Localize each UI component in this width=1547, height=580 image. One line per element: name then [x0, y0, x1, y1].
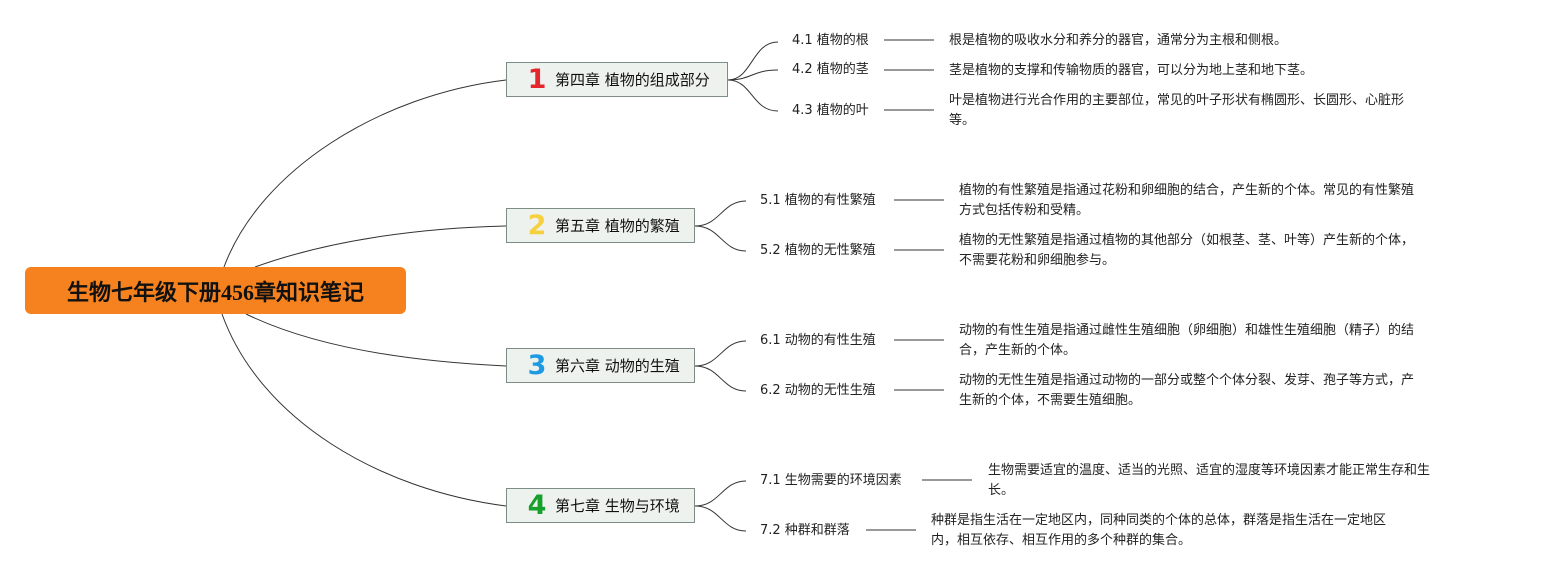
chapter-6-node[interactable]: 3 第六章 动物的生殖 — [506, 348, 695, 383]
chapter-label: 第五章 植物的繁殖 — [555, 217, 680, 235]
topic-4-1[interactable]: 4.1 植物的根 — [792, 33, 869, 48]
topic-4-1-description: 根是植物的吸收水分和养分的器官，通常分为主根和侧根。 — [949, 31, 1287, 51]
topic-5-2-description: 植物的无性繁殖是指通过植物的其他部分（如根茎、茎、叶等）产生新的个体， 不需要花… — [959, 231, 1414, 271]
chapter-5-node[interactable]: 2 第五章 植物的繁殖 — [506, 208, 695, 243]
topic-6-2-description: 动物的无性生殖是指通过动物的一部分或整个个体分裂、发芽、孢子等方式，产 生新的个… — [959, 371, 1414, 411]
root-topic[interactable]: 生物七年级下册456章知识笔记 — [25, 267, 406, 314]
topic-5-2[interactable]: 5.2 植物的无性繁殖 — [760, 243, 876, 258]
topic-7-1-description: 生物需要适宜的温度、适当的光照、适宜的湿度等环境因素才能正常生存和生 长。 — [988, 461, 1430, 501]
description-line: 内，相互依存、相互作用的多个种群的集合。 — [931, 533, 1192, 548]
chapter-4-node[interactable]: 1 第四章 植物的组成部分 — [506, 62, 728, 97]
description-line: 植物的无性繁殖是指通过植物的其他部分（如根茎、茎、叶等）产生新的个体， — [959, 233, 1415, 248]
topic-7-2[interactable]: 7.2 种群和群落 — [760, 523, 850, 538]
description-line: 根是植物的吸收水分和养分的器官，通常分为主根和侧根。 — [949, 33, 1288, 48]
description-line: 等。 — [949, 113, 976, 128]
chapter-label: 第四章 植物的组成部分 — [555, 71, 710, 89]
root-title: 生物七年级下册456章知识笔记 — [66, 279, 364, 305]
topic-5-1-description: 植物的有性繁殖是指通过花粉和卵细胞的结合，产生新的个体。常见的有性繁殖 方式包括… — [959, 181, 1414, 221]
topic-7-2-description: 种群是指生活在一定地区内，同种同类的个体的总体，群落是指生活在一定地区 内，相互… — [931, 511, 1386, 551]
description-line: 长。 — [988, 483, 1015, 498]
topic-5-1[interactable]: 5.1 植物的有性繁殖 — [760, 193, 876, 208]
chapter-label: 第七章 生物与环境 — [555, 497, 680, 515]
description-line: 生物需要适宜的温度、适当的光照、适宜的湿度等环境因素才能正常生存和生 — [988, 463, 1431, 478]
description-line: 不需要花粉和卵细胞参与。 — [959, 253, 1116, 268]
description-line: 方式包括传粉和受精。 — [959, 203, 1090, 218]
number-3-icon: 3 — [527, 350, 547, 381]
description-line: 叶是植物进行光合作用的主要部位，常见的叶子形状有椭圆形、长圆形、心脏形 — [949, 93, 1405, 108]
description-line: 合，产生新的个体。 — [959, 343, 1077, 358]
description-line: 生新的个体，不需要生殖细胞。 — [959, 393, 1142, 408]
topic-4-3-description: 叶是植物进行光合作用的主要部位，常见的叶子形状有椭圆形、长圆形、心脏形 等。 — [949, 91, 1404, 131]
description-line: 种群是指生活在一定地区内，同种同类的个体的总体，群落是指生活在一定地区 — [931, 513, 1387, 528]
number-1-icon: 1 — [527, 64, 547, 95]
description-line: 动物的无性生殖是指通过动物的一部分或整个个体分裂、发芽、孢子等方式，产 — [959, 373, 1415, 388]
number-2-icon: 2 — [527, 210, 547, 241]
chapter-7-node[interactable]: 4 第七章 生物与环境 — [506, 488, 695, 523]
topic-6-1-description: 动物的有性生殖是指通过雌性生殖细胞（卵细胞）和雄性生殖细胞（精子）的结 合，产生… — [959, 321, 1414, 361]
description-line: 茎是植物的支撑和传输物质的器官，可以分为地上茎和地下茎。 — [949, 63, 1314, 78]
description-line: 植物的有性繁殖是指通过花粉和卵细胞的结合，产生新的个体。常见的有性繁殖 — [959, 183, 1415, 198]
topic-4-2[interactable]: 4.2 植物的茎 — [792, 62, 869, 77]
topic-6-2[interactable]: 6.2 动物的无性生殖 — [760, 383, 876, 398]
number-4-icon: 4 — [527, 490, 547, 521]
topic-7-1[interactable]: 7.1 生物需要的环境因素 — [760, 473, 902, 488]
topic-4-2-description: 茎是植物的支撑和传输物质的器官，可以分为地上茎和地下茎。 — [949, 61, 1313, 81]
chapter-label: 第六章 动物的生殖 — [555, 357, 680, 375]
description-line: 动物的有性生殖是指通过雌性生殖细胞（卵细胞）和雄性生殖细胞（精子）的结 — [959, 323, 1415, 338]
topic-4-3[interactable]: 4.3 植物的叶 — [792, 103, 869, 118]
topic-6-1[interactable]: 6.1 动物的有性生殖 — [760, 333, 876, 348]
